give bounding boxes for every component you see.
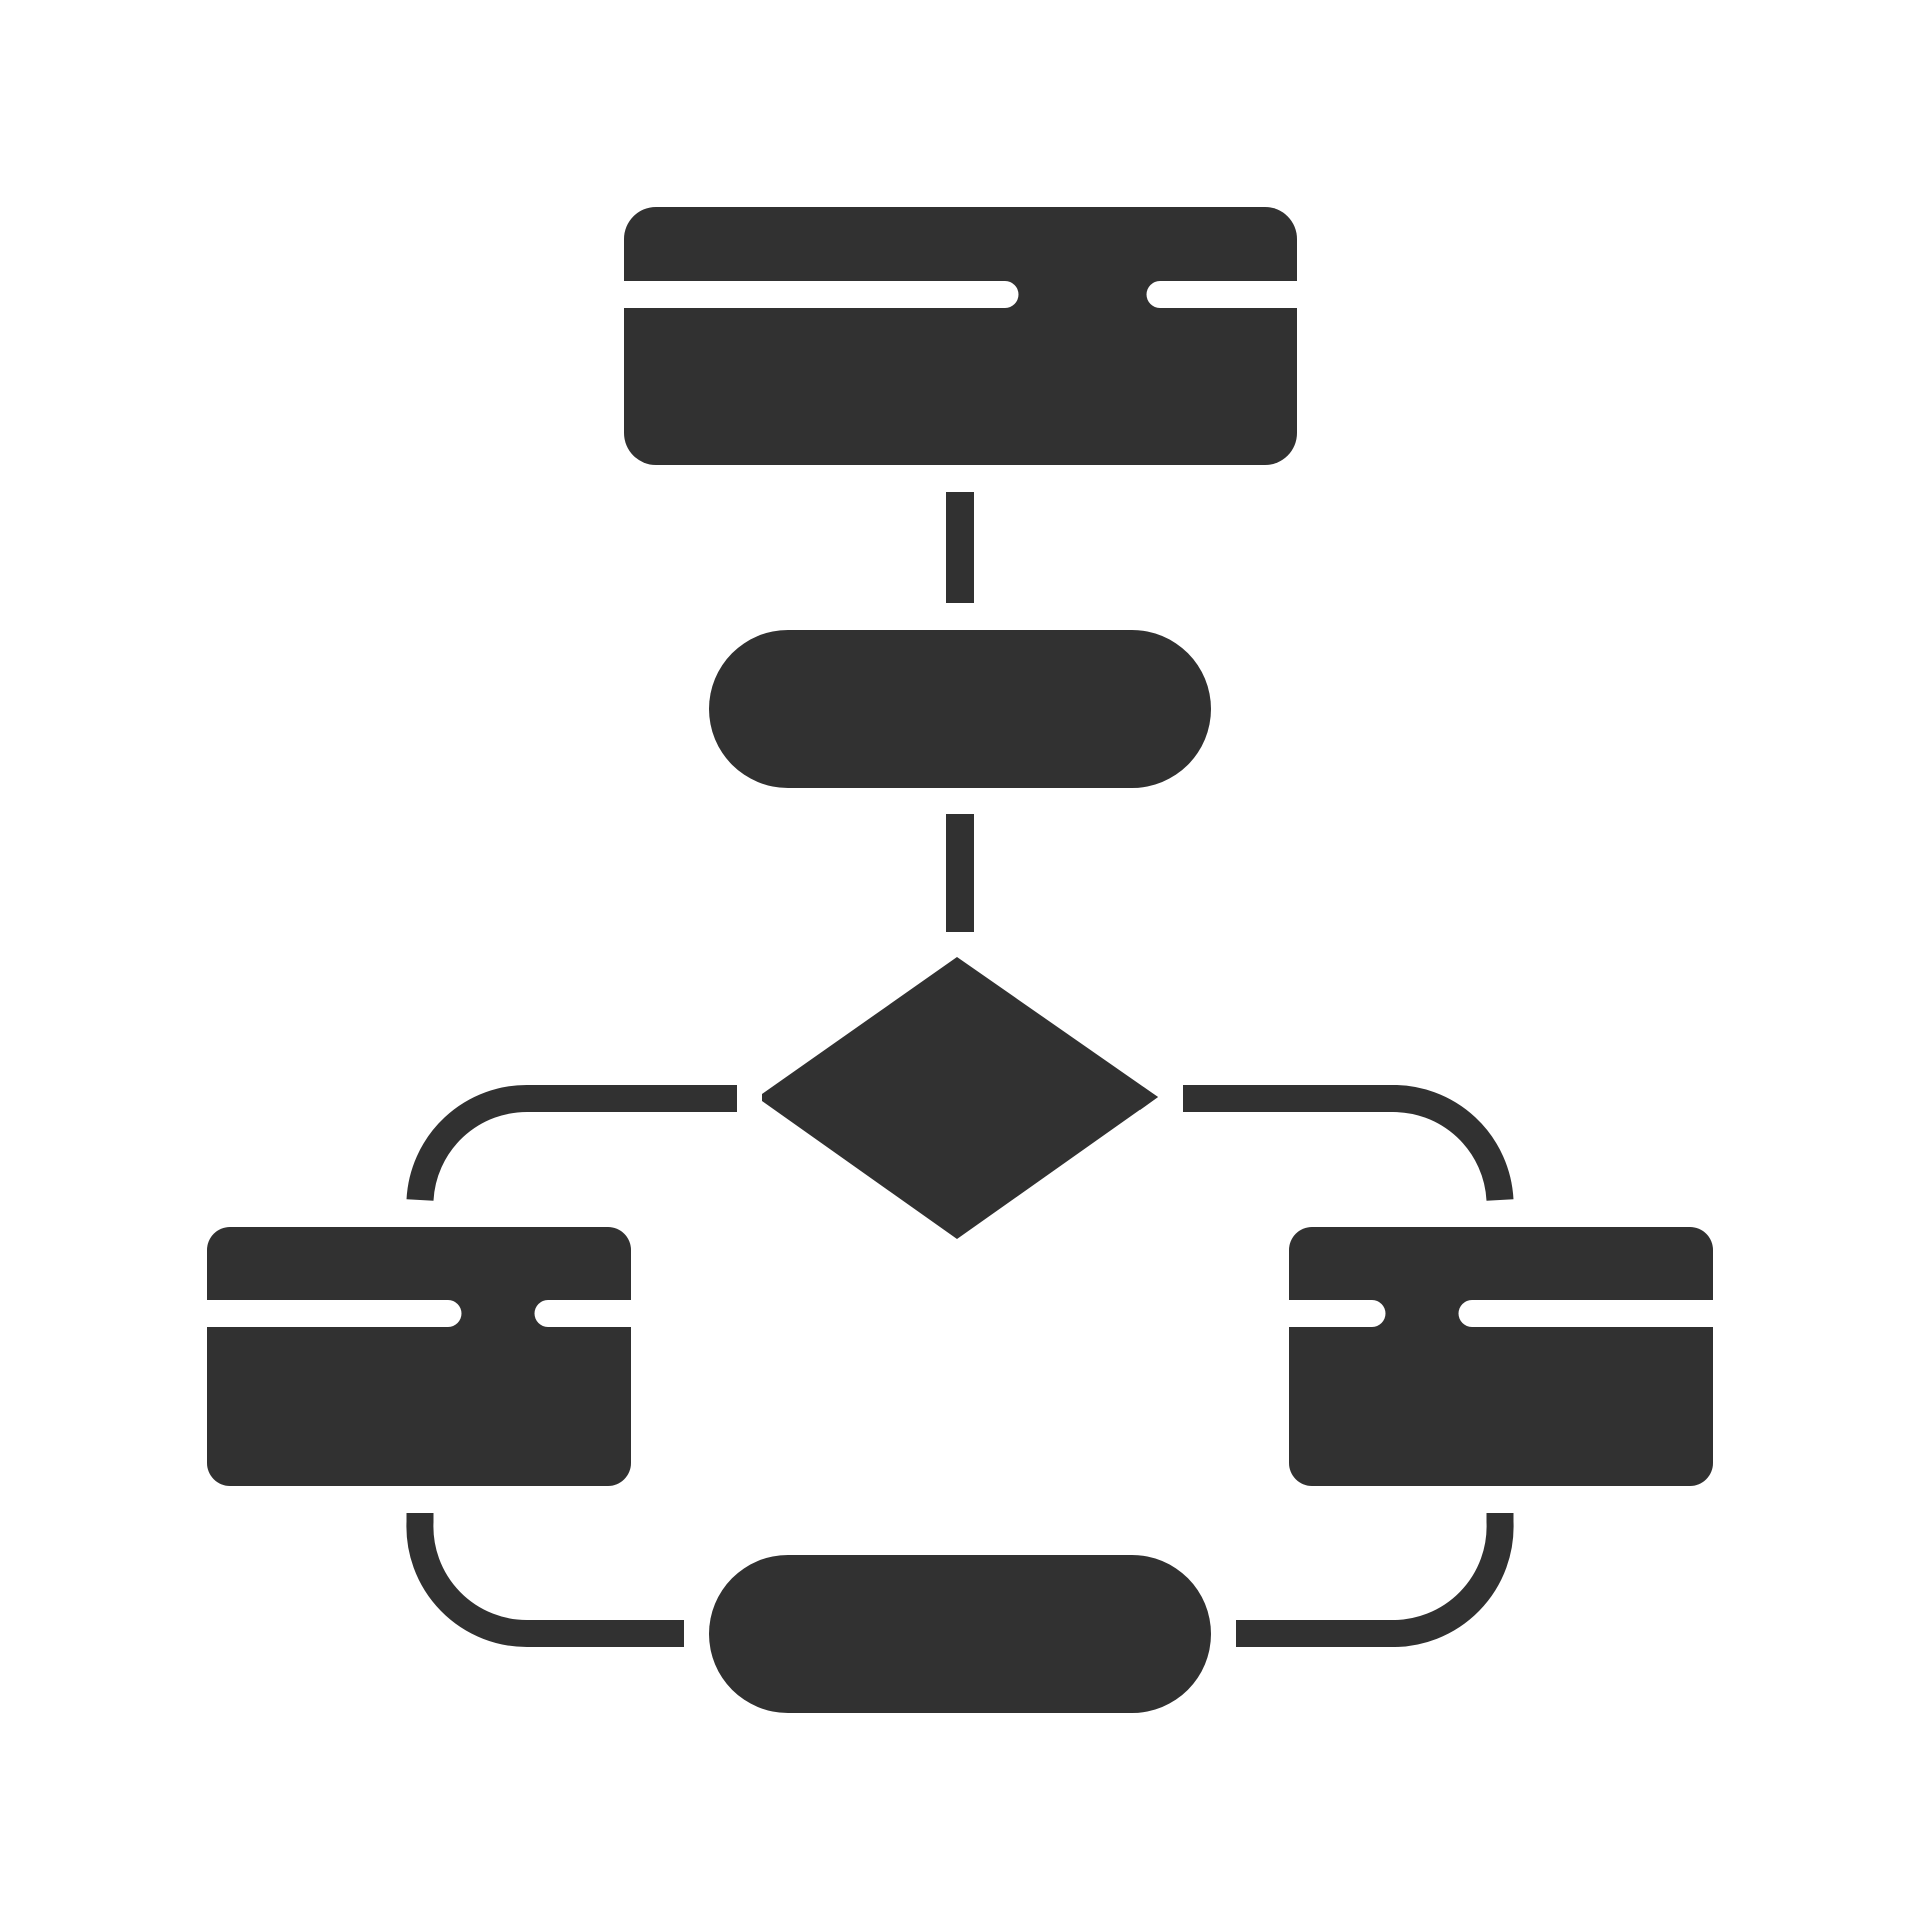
connector-right-to-bottom [1236,1513,1514,1648]
card-node-top [610,207,1311,465]
decision-node-diamond [762,957,1158,1239]
card-node-right [1275,1227,1727,1486]
terminal-node-bottom [709,1555,1211,1713]
card-node-left [193,1227,645,1486]
connector-middle-to-decision [946,814,974,932]
connector-decision-to-left [406,1084,737,1202]
connector-left-to-bottom [406,1513,684,1648]
connector-decision-to-right [1183,1084,1514,1202]
terminal-node-middle [709,630,1211,788]
connector-top-to-middle [946,492,974,603]
